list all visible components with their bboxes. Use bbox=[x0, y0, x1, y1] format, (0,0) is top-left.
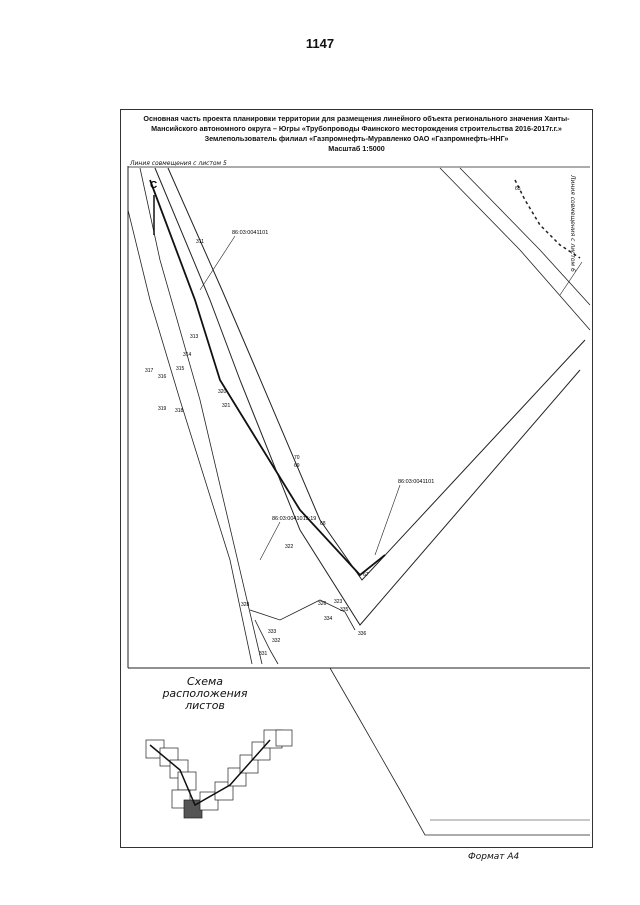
match-line-right-label: Линия совмещения с листом 6 bbox=[569, 175, 576, 272]
north-label: С bbox=[150, 180, 157, 191]
header-line-1: Основная часть проекта планировки террит… bbox=[143, 114, 570, 123]
right-boundary-lower bbox=[329, 667, 590, 836]
point-label: 320 bbox=[218, 389, 227, 395]
parcel-boundary-right-2 bbox=[459, 167, 591, 306]
pipeline-route bbox=[149, 179, 386, 577]
scheme-route bbox=[149, 739, 271, 807]
parcel-boundary-right bbox=[439, 167, 591, 331]
parcel-label-2: 86:03:0041101 bbox=[398, 479, 434, 485]
point-label: 326 bbox=[318, 601, 327, 607]
point-label: 331 bbox=[259, 651, 268, 657]
point-label: 335 bbox=[340, 607, 349, 613]
point-label: 318 bbox=[175, 408, 184, 414]
header-line-4: Масштаб 1:5000 bbox=[328, 144, 385, 153]
point-label: 314 bbox=[183, 352, 192, 358]
format-label: Формат А4 bbox=[468, 852, 520, 862]
point-label: 336 bbox=[358, 631, 367, 637]
dashed-pipe-right bbox=[514, 179, 581, 259]
point-label: 328 bbox=[241, 602, 250, 608]
road-band-lower bbox=[167, 167, 586, 581]
corridor-boundary-outer bbox=[139, 167, 263, 665]
point-label: 319 bbox=[158, 406, 167, 412]
page-number: 1147 bbox=[305, 36, 335, 51]
point-label: 317 bbox=[145, 368, 154, 374]
sheet-layout-scheme bbox=[145, 729, 293, 819]
point-label: 69 bbox=[294, 463, 300, 469]
point-label: 68 bbox=[320, 521, 326, 527]
point-label: 321 bbox=[222, 403, 231, 409]
scheme-title-line-2: листов bbox=[185, 699, 225, 712]
parcel-label-1: 86:03:0041101 bbox=[232, 230, 268, 236]
header-line-2: Мансийского автономного округа – Югры «Т… bbox=[151, 124, 562, 133]
scheme-title-line-1: Схема расположения bbox=[162, 675, 248, 700]
point-label: 311 bbox=[196, 239, 204, 245]
scheme-title: Схема расположения листов bbox=[150, 676, 260, 712]
match-line-top-label: Линия совмещения с листом 5 bbox=[130, 160, 227, 167]
map-frame: Основная часть проекта планировки террит… bbox=[120, 109, 593, 848]
branch-lines bbox=[249, 599, 356, 631]
point-label: 334 bbox=[324, 616, 333, 622]
point-label: 315 bbox=[176, 366, 185, 372]
point-label: 70 bbox=[294, 455, 300, 461]
header-line-3: Землепользователь филиал «Газпромнефть-М… bbox=[204, 134, 509, 143]
point-label: 65 bbox=[515, 186, 521, 192]
corridor-boundary-left bbox=[127, 209, 253, 665]
point-label: 322 bbox=[285, 544, 294, 550]
point-label: 313 bbox=[190, 334, 199, 340]
point-label: 323 bbox=[334, 599, 343, 605]
point-label: 333 bbox=[268, 629, 277, 635]
parcel-label-3: 86:03:0041015:19 bbox=[272, 516, 316, 522]
point-label: 67 bbox=[363, 572, 369, 578]
point-label: 332 bbox=[272, 638, 281, 644]
branch-lines-2 bbox=[254, 619, 279, 665]
point-label: 316 bbox=[158, 374, 167, 380]
map-header: Основная часть проекта планировки террит… bbox=[121, 110, 592, 154]
road-band-upper bbox=[154, 167, 581, 626]
